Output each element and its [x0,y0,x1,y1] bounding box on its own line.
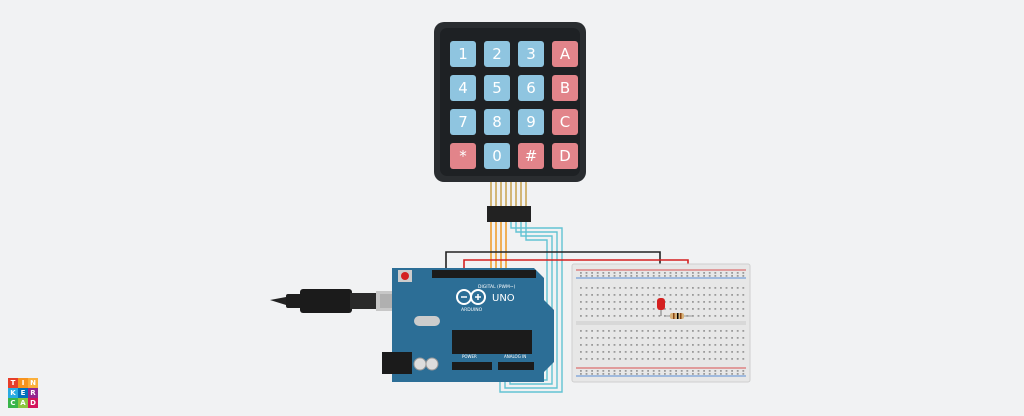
logo-letter: A [18,398,28,408]
arduino-logo [456,289,486,305]
keypad-key-6[interactable]: 6 [518,75,544,101]
keypad-connector[interactable] [487,206,531,222]
logo-letter: D [28,398,38,408]
arduino-model: UNO [492,293,515,304]
keypad-key-label: D [559,147,571,165]
keypad-key-label: 7 [458,113,468,131]
keypad-key-7[interactable]: 7 [450,109,476,135]
keypad-key-label: 2 [492,45,502,63]
digital-label: DIGITAL (PWM~) [478,284,516,290]
keypad-key-label: C [560,113,570,131]
keypad-key-label: # [525,147,538,165]
keypad-key-4[interactable]: 4 [450,75,476,101]
keypad-key-label: 9 [526,113,536,131]
keypad-key-2[interactable]: 2 [484,41,510,67]
keypad-key-b[interactable]: B [552,75,578,101]
keypad-key-label: 8 [492,113,502,131]
keypad-key-8[interactable]: 8 [484,109,510,135]
keypad-key-label: * [459,147,467,165]
keypad-key-label: 6 [526,79,536,97]
keypad-key-9[interactable]: 9 [518,109,544,135]
keypad-key-label: 4 [458,79,468,97]
keypad-key-d[interactable]: D [552,143,578,169]
analog-header[interactable] [498,362,534,370]
logo-letter: N [28,378,38,388]
keypad-key-5[interactable]: 5 [484,75,510,101]
breadboard[interactable] [571,263,751,383]
keypad-key-label: 1 [458,45,468,63]
power-header[interactable] [452,362,492,370]
logo-letter: C [8,398,18,408]
keypad-key-c[interactable]: C [552,109,578,135]
analog-label: ANALOG IN [504,354,526,359]
power-label: POWER [462,354,477,359]
keypad-ribbon [490,182,527,206]
keypad-key-label: B [560,79,570,97]
keypad-key-3[interactable]: 3 [518,41,544,67]
red-led[interactable] [657,298,665,316]
logo-letter: E [18,388,28,398]
logo-letter: K [8,388,18,398]
logo-letter: R [28,388,38,398]
arduino-uno[interactable]: DIGITAL (PWM~) UNO ARDUINO POWER ANALOG … [382,268,554,382]
keypad-key-label: 5 [492,79,502,97]
keypad-key-star[interactable]: * [450,143,476,169]
breadboard-holes[interactable] [580,272,745,375]
keypad-key-a[interactable]: A [552,41,578,67]
keypad-key-label: 0 [492,147,502,165]
orange-wires[interactable] [490,222,507,270]
arduino-brand: ARDUINO [461,307,483,313]
keypad-key-label: A [560,45,571,63]
digital-header[interactable] [432,270,536,278]
usb-cable[interactable] [270,289,410,313]
keypad-key-0[interactable]: 0 [484,143,510,169]
keypad-key-hash[interactable]: # [518,143,544,169]
atmega-chip [452,330,532,354]
resistor[interactable] [664,313,692,319]
logo-letter: I [18,378,28,388]
power-jack[interactable] [382,352,412,374]
keypad-key-label: 3 [526,45,536,63]
keypad-4x4[interactable]: 1 2 3 A 4 5 6 B 7 8 9 C * 0 # D [434,22,586,182]
keypad-key-1[interactable]: 1 [450,41,476,67]
logo-letter: T [8,378,18,388]
